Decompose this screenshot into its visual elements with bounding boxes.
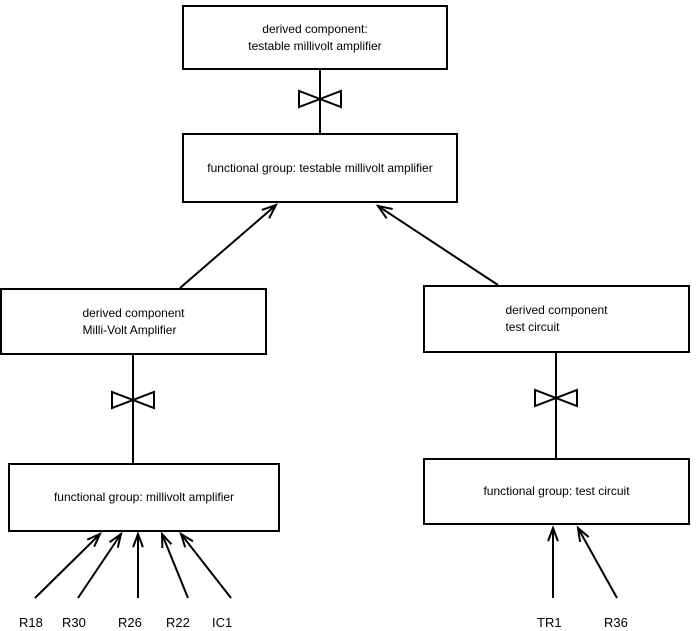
- node-derived-test-circuit[interactable]: derived component test circuit: [423, 285, 690, 353]
- part-arrowhead-icon: [86, 532, 103, 548]
- part-arrow-part-r18: [34, 532, 103, 599]
- part-arrow-part-r26: [132, 531, 144, 598]
- node-label: derived component Milli-Volt Amplifier: [82, 305, 185, 337]
- bowtie-left-triangle-icon: [298, 89, 323, 109]
- realization-links-group: [111, 70, 578, 463]
- node-label: derived component test circuit: [505, 303, 608, 334]
- part-label-r26: R26: [118, 615, 142, 630]
- part-arrowhead-icon: [576, 525, 590, 542]
- node-fg-millivolt-amplifier[interactable]: functional group: millivolt amplifier: [8, 463, 280, 532]
- part-arrow-line: [77, 533, 122, 599]
- node-derived-testable-millivolt-amplifier[interactable]: derived component: testable millivolt am…: [182, 5, 448, 70]
- part-arrow-line: [34, 533, 101, 599]
- bowtie-left-triangle-icon: [111, 390, 136, 410]
- node-label: derived component: testable millivolt am…: [248, 21, 382, 53]
- node-label: functional group: millivolt amplifier: [53, 490, 235, 504]
- part-arrow-part-r22: [160, 531, 189, 599]
- part-arrowhead-icon: [179, 531, 194, 548]
- realization-link-link-right: [534, 353, 578, 458]
- part-label-tr1: TR1: [537, 615, 562, 630]
- bowtie-right-triangle-icon: [130, 390, 155, 410]
- part-label-ic1: IC1: [212, 615, 233, 630]
- part-arrow-part-ic1: [179, 531, 232, 599]
- part-arrow-part-r36: [576, 525, 618, 599]
- aggregation-line: [179, 204, 277, 289]
- node-derived-milli-volt-amplifier[interactable]: derived component Milli-Volt Amplifier: [0, 288, 267, 355]
- aggregation-arrows-group: [179, 203, 499, 289]
- part-label-r18: R18: [19, 615, 43, 630]
- part-arrowhead-icon: [132, 531, 144, 548]
- part-label-r22: R22: [166, 615, 190, 630]
- aggregation-arrowhead-icon: [375, 204, 393, 219]
- part-label-r30: R30: [62, 615, 86, 630]
- part-arrowhead-icon: [109, 531, 123, 548]
- node-label: functional group: test circuit: [483, 484, 630, 498]
- realization-link-link-left: [111, 355, 155, 463]
- part-label-r36: R36: [604, 615, 628, 630]
- node-label: functional group: testable millivolt amp…: [207, 160, 433, 175]
- part-arrow-line: [161, 533, 189, 599]
- aggregation-arrow-arrow-milli-volt-to-testable: [179, 203, 279, 289]
- part-arrow-line: [577, 527, 618, 599]
- aggregation-arrowhead-icon: [261, 203, 279, 219]
- part-arrow-part-r30: [77, 531, 123, 599]
- bowtie-left-triangle-icon: [534, 388, 559, 408]
- node-fg-testable-millivolt-amplifier[interactable]: functional group: testable millivolt amp…: [182, 133, 458, 203]
- part-arrow-line: [180, 533, 232, 599]
- aggregation-line: [377, 205, 499, 286]
- node-fg-test-circuit[interactable]: functional group: test circuit: [423, 458, 690, 525]
- bowtie-right-triangle-icon: [553, 388, 578, 408]
- bowtie-right-triangle-icon: [317, 89, 342, 109]
- part-arrowhead-icon: [547, 525, 559, 542]
- realization-link-link-top: [298, 70, 342, 133]
- part-arrowhead-icon: [160, 531, 173, 549]
- part-arrow-part-tr1: [547, 525, 559, 598]
- aggregation-arrow-arrow-test-circuit-to-testable: [375, 204, 499, 286]
- part-arrows-group: [34, 525, 618, 599]
